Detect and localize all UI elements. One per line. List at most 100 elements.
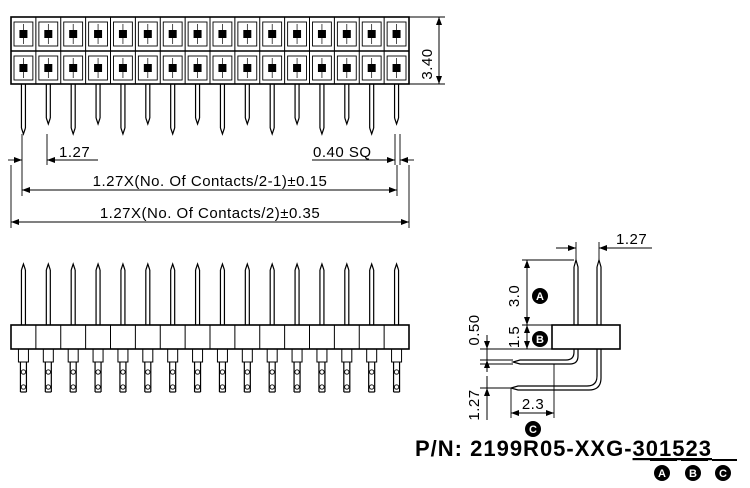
pitch-label: 1.27 bbox=[59, 144, 90, 161]
span-arrow-left bbox=[22, 187, 30, 193]
tail-pin-tip bbox=[294, 117, 300, 126]
side-callout-c-text: C bbox=[529, 424, 537, 436]
tail-arrow-left bbox=[511, 410, 519, 416]
side-callout-c: C bbox=[525, 421, 541, 437]
front-pin-tip bbox=[294, 262, 300, 271]
front-tail-mark bbox=[244, 384, 250, 390]
contact-cell bbox=[386, 55, 407, 81]
contact-cell bbox=[212, 55, 233, 81]
front-sleeve bbox=[216, 348, 228, 363]
contact-cell bbox=[88, 21, 108, 47]
tail-pin-tip bbox=[95, 117, 101, 126]
front-sleeve bbox=[316, 348, 328, 363]
front-view-pins bbox=[17, 262, 403, 393]
pn-callout-c-text: C bbox=[719, 468, 727, 480]
side-callout-a: A bbox=[532, 288, 548, 304]
contact-cell bbox=[13, 21, 34, 47]
front-sleeve bbox=[167, 348, 179, 363]
side-view-pin-inner bbox=[596, 257, 602, 325]
part-number-code-b: 15 bbox=[659, 436, 685, 461]
side-pitch-arrow-left bbox=[568, 245, 576, 251]
side-view-pin-outer bbox=[573, 257, 579, 325]
front-tail-mark bbox=[170, 384, 176, 390]
tail-arrow-right bbox=[546, 410, 554, 416]
contact-cell bbox=[361, 55, 382, 81]
contact-cell bbox=[287, 55, 307, 81]
contact-cell bbox=[13, 55, 34, 81]
top-view-cells bbox=[13, 17, 407, 84]
front-sleeve bbox=[67, 348, 79, 363]
front-tail-mark bbox=[145, 369, 151, 375]
sq-arrow-right bbox=[400, 157, 408, 163]
offset-arrow-top bbox=[484, 341, 490, 349]
pn-callout-a: A bbox=[654, 465, 670, 481]
offset-label: 0.50 bbox=[466, 314, 483, 345]
front-pin-tip bbox=[319, 262, 325, 271]
side-view-insulator bbox=[551, 324, 621, 350]
part-number-code-a: 30 bbox=[633, 436, 659, 461]
front-tail-mark bbox=[120, 384, 126, 390]
front-tail-mark bbox=[393, 384, 400, 390]
pitch-arrow-right bbox=[47, 157, 55, 163]
front-tail-mark bbox=[45, 369, 51, 375]
insulator-height-label: 1.5 bbox=[506, 326, 523, 348]
contact-cell bbox=[361, 21, 382, 47]
side-view-bent-tail-short bbox=[510, 349, 579, 365]
bottom-pitch-arrow bbox=[484, 388, 490, 396]
front-pin-tip bbox=[120, 262, 126, 271]
front-sleeve bbox=[42, 348, 54, 363]
front-tail-mark bbox=[269, 369, 275, 375]
front-tail-mark bbox=[219, 369, 226, 375]
front-tail-mark bbox=[95, 384, 101, 390]
front-tail-mark bbox=[294, 369, 300, 375]
contact-cell bbox=[187, 55, 208, 81]
contact-cell bbox=[237, 21, 258, 47]
contact-cell bbox=[162, 21, 183, 47]
contact-cell bbox=[162, 55, 183, 81]
front-tail-mark bbox=[344, 384, 350, 390]
tail-pin-tip bbox=[194, 117, 201, 126]
contact-cell bbox=[386, 21, 407, 47]
mating-length-label: 3.0 bbox=[506, 285, 523, 307]
pn-callout-b: B bbox=[685, 465, 701, 481]
side-view-bent-tail-long bbox=[508, 349, 602, 391]
pn-callout-a-text: A bbox=[658, 468, 666, 480]
tail-length-label: 2.3 bbox=[522, 396, 544, 413]
tail-pin-tip bbox=[170, 127, 176, 136]
front-view bbox=[10, 262, 410, 393]
front-tail-mark bbox=[95, 369, 101, 375]
front-pin-tip bbox=[170, 262, 176, 271]
front-tail-mark bbox=[194, 384, 201, 390]
height-label: 3.40 bbox=[419, 48, 436, 79]
front-tail-mark bbox=[294, 384, 300, 390]
contact-cell bbox=[38, 55, 59, 81]
contact-cell bbox=[336, 21, 357, 47]
contact-cell bbox=[287, 21, 307, 47]
front-tail-mark bbox=[393, 369, 400, 375]
front-sleeve bbox=[17, 348, 29, 363]
tail-pin-tip bbox=[369, 127, 375, 136]
front-sleeve bbox=[192, 348, 204, 363]
contact-cell bbox=[113, 21, 133, 47]
front-tail-mark bbox=[319, 384, 325, 390]
tail-pin-tip bbox=[393, 117, 400, 126]
tail-pin-tip bbox=[244, 117, 250, 126]
tail-pin-tip bbox=[344, 117, 350, 126]
side-pitch-arrow-right bbox=[599, 245, 607, 251]
front-pin-tip bbox=[45, 262, 51, 271]
front-sleeve bbox=[341, 348, 353, 363]
front-sleeve bbox=[241, 348, 253, 363]
contact-cell bbox=[262, 21, 283, 47]
mating-arrow-bottom bbox=[524, 341, 530, 349]
front-sleeve bbox=[291, 348, 303, 363]
front-pin-tip bbox=[269, 262, 275, 271]
front-tail-mark bbox=[269, 384, 275, 390]
front-tail-mark bbox=[170, 369, 176, 375]
span-arrow-right bbox=[389, 187, 397, 193]
front-sleeve bbox=[366, 348, 378, 363]
contact-cell bbox=[312, 21, 332, 47]
tail-pin-tip bbox=[20, 127, 27, 136]
front-tail-mark bbox=[194, 369, 201, 375]
sq-arrow-left bbox=[387, 157, 395, 163]
tail-pin-tip bbox=[269, 127, 275, 136]
